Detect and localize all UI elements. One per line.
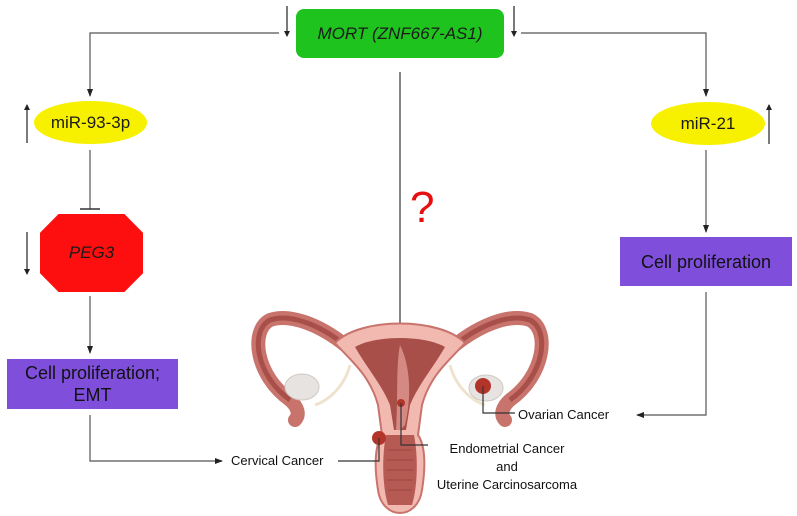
arrow-proliferation-to-ovarian <box>636 292 707 418</box>
mir-93-3p-label: miR-93-3p <box>50 112 131 132</box>
mir-21-node: miR-21 <box>651 102 765 145</box>
peg3-node: PEG3 <box>40 214 143 292</box>
right-effect-box: Cell proliferation <box>620 237 792 286</box>
mir-21-label: miR-21 <box>680 113 736 133</box>
left-effect-box: Cell proliferation; EMT <box>7 359 178 409</box>
peg3-label: PEG3 <box>68 243 115 262</box>
mort-label: MORT (ZNF667-AS1) <box>317 23 483 43</box>
endometrial-cancer-label: Endometrial Cancer and Uterine Carcinosa… <box>427 440 587 494</box>
endometrial-line3: Uterine Carcinosarcoma <box>436 477 578 492</box>
left-effect-line1: Cell proliferation; <box>24 363 161 383</box>
mir-93-3p-node: miR-93-3p <box>34 101 147 144</box>
mort-node: MORT (ZNF667-AS1) <box>296 9 504 58</box>
ovarian-cancer-label: Ovarian Cancer <box>518 407 610 422</box>
cervical-cancer-label: Cervical Cancer <box>231 453 324 468</box>
endometrial-line2: and <box>496 459 518 474</box>
female-reproductive-system-icon <box>251 311 549 515</box>
arrow-mort-to-mir93 <box>87 32 279 97</box>
left-effect-line2: EMT <box>73 385 112 405</box>
right-effect-label: Cell proliferation <box>640 251 772 272</box>
arrow-mort-to-mir21 <box>521 32 709 97</box>
endometrial-line1: Endometrial Cancer <box>449 441 565 456</box>
question-mark-icon: ? <box>410 183 435 232</box>
arrow-effect-to-cervical <box>89 415 223 464</box>
